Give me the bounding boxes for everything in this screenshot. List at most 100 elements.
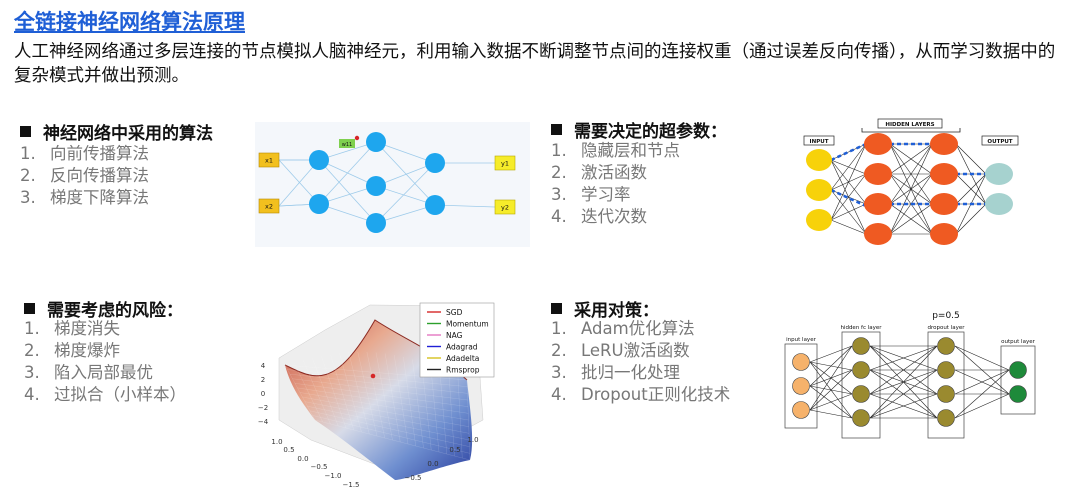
connection-line [889, 143, 933, 235]
list-item: 2.激活函数 [551, 163, 647, 182]
hidden-bracket [861, 128, 961, 133]
list-item: 1.向前传播算法 [20, 144, 149, 163]
mesh-line [299, 392, 469, 421]
list-item: 4.过拟合（小样本） [24, 385, 186, 404]
connection-line [375, 185, 436, 206]
connection-line [375, 162, 436, 224]
connection-line [809, 393, 853, 411]
section-heading-algorithms: 神经网络中采用的算法 [20, 119, 213, 144]
dropout-node [937, 337, 955, 355]
neuron-node [309, 150, 329, 170]
connection-line [809, 345, 853, 411]
connection-line [889, 143, 933, 205]
dropout-probability-label: p=0.5 [932, 311, 960, 321]
y-tick-label: 0.5 [449, 446, 460, 454]
input-tag [803, 135, 835, 146]
mesh-line [284, 364, 468, 381]
connection-line [869, 369, 938, 419]
mesh-line [348, 352, 370, 435]
connection-line [955, 143, 987, 175]
algorithms-list: 1.向前传播算法 2.反向传播算法 3.梯度下降算法 [20, 143, 149, 209]
y-tick-label: 0.0 [427, 460, 438, 468]
connection-line [954, 369, 1010, 419]
connection-line [375, 141, 436, 206]
connection-line [809, 369, 853, 411]
hidden-node [852, 337, 870, 355]
connection-line [869, 345, 938, 419]
input-node [806, 179, 832, 201]
connection-line [955, 203, 987, 235]
risks-list: 1.梯度消失 2.梯度爆炸 3.陷入局部最优 4.过拟合（小样本） [24, 318, 186, 406]
mesh-line [448, 372, 455, 457]
list-item: 3.梯度下降算法 [20, 188, 149, 207]
z-tick-label: 2 [261, 376, 265, 384]
square-bullet-icon [24, 303, 35, 314]
input-label: x2 [265, 203, 273, 211]
legend-label: NAG [446, 331, 463, 340]
layer-label: hidden fc layer [840, 325, 882, 331]
weight-marker [354, 135, 360, 141]
list-item: 4.Dropout正则化技术 [551, 385, 731, 404]
hidden-node [852, 409, 870, 427]
legend-label: Adagrad [446, 342, 478, 351]
list-item: 3.学习率 [551, 185, 631, 204]
mesh-line [284, 364, 316, 421]
connection-line [375, 204, 436, 224]
hidden-node [852, 385, 870, 403]
list-item: 1.隐藏层和节点 [551, 141, 680, 160]
mesh-line [330, 354, 354, 431]
connection-line [830, 143, 867, 221]
mesh-line [312, 415, 470, 454]
mesh-line [293, 362, 323, 423]
section-heading-countermeasures: 采用对策： [551, 296, 659, 321]
legend-label: Adadelta [446, 354, 479, 363]
mesh-line [309, 410, 470, 447]
list-item: 2.LeRU激活函数 [551, 341, 690, 360]
connection-line [830, 143, 867, 191]
x-tick-label: −1.0 [325, 472, 342, 480]
optimizer-surface-plot: 420−2−41.00.50.0−0.5−1.0−1.51.00.50.0−0.… [258, 302, 495, 489]
layer-label: dropout layer [927, 325, 965, 331]
mesh-line [304, 401, 470, 434]
connection-line [278, 159, 320, 207]
list-item: 4.迭代次数 [551, 207, 647, 226]
mesh-line [303, 360, 331, 425]
hidden-node [930, 163, 958, 185]
hidden-node [930, 193, 958, 215]
mesh-line [297, 387, 469, 414]
dropout-node [937, 361, 955, 379]
mesh-line [403, 356, 416, 447]
x-tick-label: 0.0 [297, 455, 308, 463]
mesh-line [312, 358, 339, 427]
list-item: 1.Adam优化算法 [551, 319, 695, 338]
connection-line [954, 369, 1010, 395]
list-item: 1.梯度消失 [24, 319, 120, 338]
output-box [494, 155, 516, 171]
hidden-node [864, 223, 892, 245]
mesh-line [294, 383, 469, 407]
connection-line [954, 393, 1010, 419]
weight-label: w11 [342, 142, 352, 148]
input-node [806, 209, 832, 231]
input-node [806, 149, 832, 171]
connection-line [869, 345, 938, 371]
legend-label: Rmsprop [446, 365, 480, 374]
optimizer-start-point [370, 373, 376, 379]
legend-label: SGD [446, 308, 463, 317]
dropout-node [937, 409, 955, 427]
neuron-node [309, 194, 329, 214]
list-item: 3.陷入局部最优 [24, 363, 153, 382]
x-tick-label: −0.5 [311, 463, 328, 471]
connection-line [954, 345, 1010, 371]
mesh-line [314, 419, 471, 461]
mesh-line [430, 365, 440, 453]
output-label: y2 [501, 204, 509, 212]
list-item: 2.反向传播算法 [20, 166, 149, 185]
x-tick-label: −1.5 [343, 481, 360, 489]
z-tick-label: 0 [261, 390, 265, 398]
input-node [792, 353, 810, 371]
output-tag [981, 135, 1019, 146]
mesh-line [292, 378, 468, 401]
